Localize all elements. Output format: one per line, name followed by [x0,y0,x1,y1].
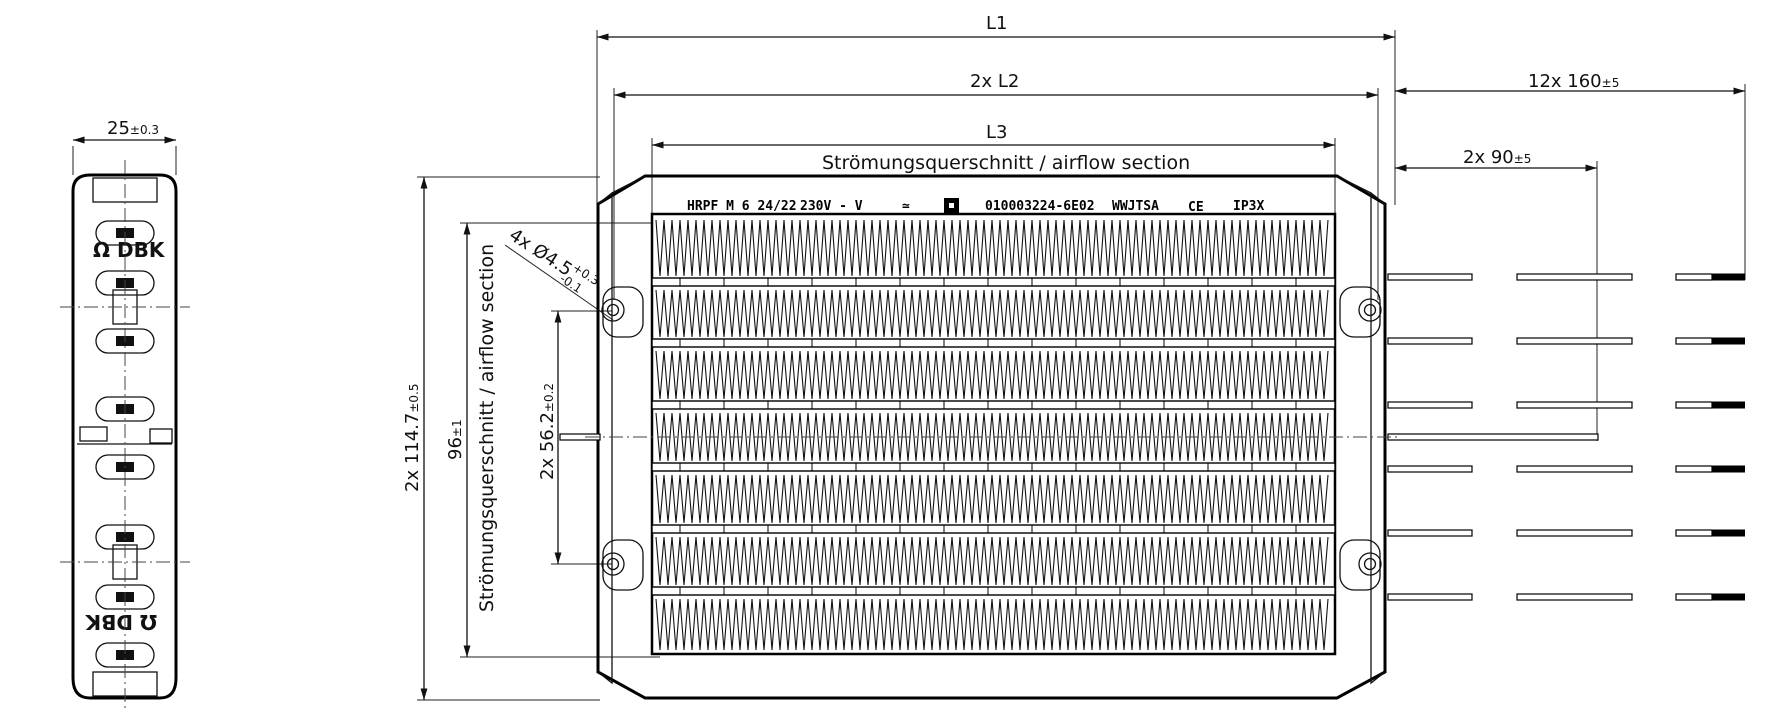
wire-center-left [559,433,601,441]
wire-segment [1675,529,1713,537]
front-view: L1 2x L2 L3 Strömungsquerschnitt / airfl… [402,13,1746,701]
height-96-label: 96±1 [445,419,466,460]
wire-segment [1516,337,1633,345]
side-slot [95,270,155,296]
fin-row [655,350,1329,400]
wire-end [1712,273,1745,281]
side-slot-insert [116,650,134,660]
hole-spacing-label: 2x 56.2±0.2 [537,383,558,480]
wire-segment [1387,465,1473,473]
wire-end [1712,465,1745,473]
side-slot [95,396,155,422]
mounting-hole-bottom-right [1339,539,1382,591]
fin-row [655,536,1329,586]
label-code: WWJTSA [1112,199,1159,214]
heating-fins [655,219,1329,651]
heating-tube [651,586,1336,596]
mounting-hole-top-left [601,286,644,338]
fin-row [655,598,1329,651]
logo-top: Ω DBK [93,238,166,262]
wire-segment [1387,593,1473,601]
wire-end [1712,337,1745,345]
hole-callout-leader [504,244,614,321]
fin-row [655,474,1329,524]
wire-segment [1516,593,1633,601]
label-strip: HRPF M 6 24/22 230V - V ≃ 010003224-6E02… [687,198,1264,215]
wire-segment [1516,401,1633,409]
wire-segment [1516,465,1633,473]
wire-segment [1387,337,1473,345]
label-ip-rating: IP3X [1233,199,1264,214]
logo-bottom: Ω DBK [84,610,157,634]
fin-row [655,289,1329,338]
heating-tube [651,524,1336,534]
heating-tube [651,338,1336,348]
side-view: 25±0.3 Ω DBK Ω DBK [60,118,190,712]
mounting-hole-bottom-left [601,539,644,591]
fin-row [655,412,1329,462]
hole-diameter-label: 4x Ø4.5+0.3 [505,222,602,296]
width-dimension-label: 25±0.3 [107,118,159,139]
mounting-hole-top-right [1339,286,1382,338]
l1-label: L1 [986,13,1007,34]
wire-segment [1387,529,1473,537]
right-bracket [1370,191,1386,685]
wire-segment [1675,273,1713,281]
label-part-number: 010003224-6E02 [985,199,1095,214]
wire-segment [1387,401,1473,409]
label-model: HRPF M 6 24/22 [687,199,797,214]
label-voltage: 230V - V [800,199,863,214]
side-slot [95,584,155,610]
l3-label: L3 [986,122,1007,143]
wire-segment [1516,273,1633,281]
wire-segment [1675,593,1713,601]
wire-segment [1675,465,1713,473]
wire-length-160-label: 12x 160±5 [1528,71,1619,92]
wire-segment [1516,529,1633,537]
wire-center [1387,433,1599,441]
airflow-label-horizontal: Strömungsquerschnitt / airflow section [822,152,1190,174]
wire-segment [1387,273,1473,281]
label-ac-symbol: ≃ [902,199,910,214]
side-slot-insert [116,532,134,542]
left-bracket [597,191,613,685]
height-total-label: 2x 114.7±0.5 [402,384,423,493]
wire-end [1712,529,1745,537]
heating-tube [651,277,1336,287]
heating-tubes [651,277,1336,596]
connection-wires [559,273,1745,601]
label-ce-mark: CE [1188,200,1204,215]
airflow-label-vertical: Strömungsquerschnitt / airflow section [476,244,498,612]
heating-tube [651,462,1336,472]
l2-label: 2x L2 [970,71,1019,92]
side-body-outline [71,173,178,700]
fin-row [655,219,1329,277]
heating-tube [651,400,1336,410]
wire-length-90-label: 2x 90±5 [1463,147,1531,168]
wire-segment [1675,337,1713,345]
wire-segment [1675,401,1713,409]
wire-end [1712,593,1745,601]
wire-end [1712,401,1745,409]
